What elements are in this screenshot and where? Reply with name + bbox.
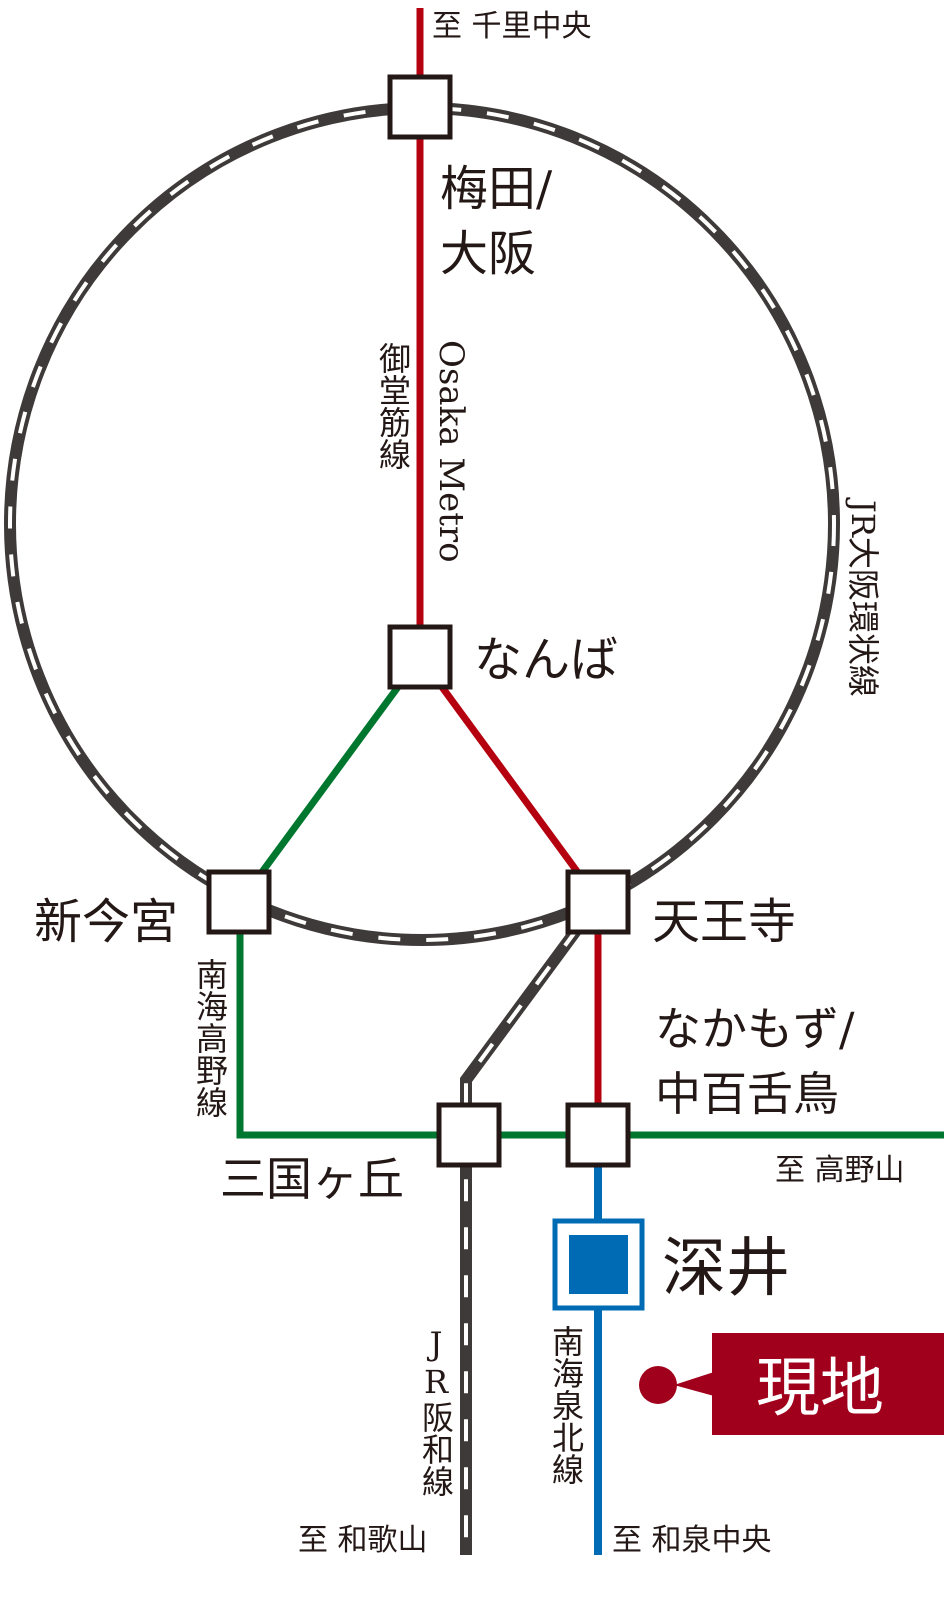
label-umeda-2: 大阪 <box>440 226 536 282</box>
label-semboku: 南海泉北線 <box>547 1325 585 1485</box>
label-midosuji-en: Osaka Metro <box>431 340 471 563</box>
dest-koyasan: 至 高野山 <box>775 1153 905 1188</box>
station-nakamozu <box>565 1102 631 1168</box>
label-umeda-1: 梅田/ <box>440 161 553 217</box>
label-hanwa: JR阪和線 <box>417 1325 455 1497</box>
current-location-badge <box>712 1333 944 1435</box>
label-tennoji: 天王寺 <box>652 894 796 950</box>
current-location-pointer <box>674 1372 714 1396</box>
label-fukai: 深井 <box>662 1232 790 1306</box>
station-namba <box>387 624 453 690</box>
label-namba: なんば <box>474 632 618 688</box>
current-location-label: 現地 <box>756 1352 884 1426</box>
dest-senri: 至 千里中央 <box>432 9 592 44</box>
station-shinimamiya <box>206 869 272 935</box>
label-jr-loop: JR大阪環状線 <box>844 497 882 697</box>
current-location-dot <box>639 1366 677 1404</box>
jr-hanwa-line <box>460 924 583 1555</box>
dest-izumi: 至 和泉中央 <box>612 1523 772 1558</box>
label-nakamozu-2: 中百舌鳥 <box>655 1067 839 1121</box>
label-mikunigaoka: 三国ヶ丘 <box>220 1152 404 1206</box>
label-shinimamiya: 新今宮 <box>34 894 178 950</box>
label-midosuji-ja: 御堂筋線 <box>374 342 412 470</box>
station-tennoji <box>565 869 631 935</box>
station-umeda <box>387 74 453 140</box>
label-koya: 南海高野線 <box>191 958 229 1118</box>
dest-wakayama: 至 和歌山 <box>298 1523 428 1558</box>
station-fukai-inner <box>569 1235 628 1294</box>
station-mikunigaoka <box>436 1102 502 1168</box>
label-nakamozu-1: なかもず/ <box>655 1002 855 1056</box>
